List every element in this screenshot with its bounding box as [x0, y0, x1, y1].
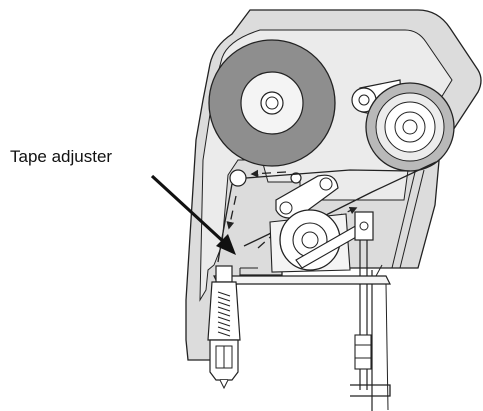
flow-arrow-down: [226, 195, 237, 230]
support-rod-2: [399, 169, 425, 269]
supply-roll-icon: [208, 39, 336, 167]
tape-path-left: [217, 183, 233, 263]
arm-pivot-hub: [358, 94, 370, 106]
callout-leader: [150, 174, 228, 246]
spring-icon: [207, 265, 241, 390]
baseplate: [213, 275, 391, 285]
callout-arrowhead: [216, 234, 236, 255]
callout-label: Tape adjuster: [10, 147, 112, 166]
takeup-roll-icon: [365, 82, 455, 172]
tape-path-top: [245, 169, 411, 179]
dancer-pivot: [279, 201, 293, 215]
flow-arrow-top: [250, 169, 287, 178]
dancer-end: [319, 177, 333, 191]
frame-leg: [385, 283, 389, 411]
guide-roller-left: [229, 169, 247, 187]
rod-coupler: [354, 334, 372, 370]
support-rod: [391, 167, 417, 269]
guide-roller-mid: [290, 172, 302, 184]
rod-clamp-screw: [359, 221, 369, 231]
rod-foot: [350, 384, 391, 397]
